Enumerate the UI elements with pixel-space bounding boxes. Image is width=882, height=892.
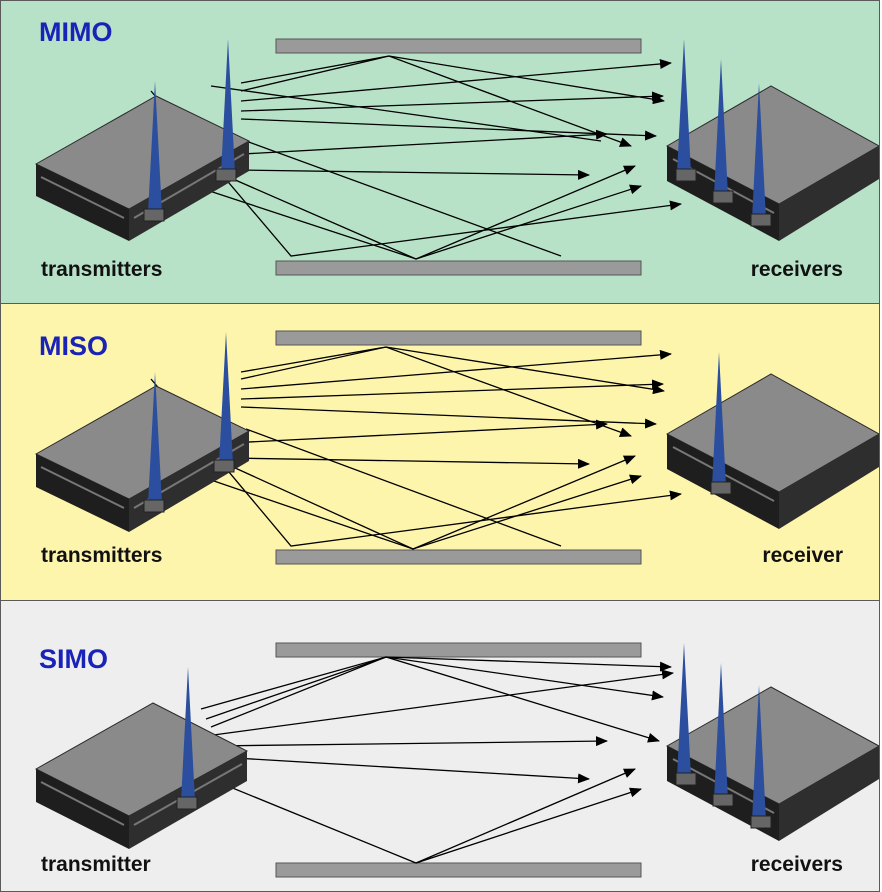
router-icon bbox=[665, 373, 879, 529]
router-icon bbox=[665, 85, 879, 241]
antenna-icon bbox=[712, 59, 734, 204]
miso-graphic bbox=[34, 330, 879, 565]
antenna-icon bbox=[143, 372, 165, 513]
reflector-bar-top bbox=[275, 642, 642, 658]
left-label: transmitter bbox=[41, 853, 151, 876]
reflector-bar-bottom bbox=[275, 862, 642, 878]
signal-paths bbox=[190, 656, 674, 864]
right-label: receivers bbox=[750, 853, 843, 876]
router-icon bbox=[34, 385, 251, 532]
panel-title: MISO bbox=[39, 331, 109, 361]
panel-title: SIMO bbox=[39, 644, 109, 674]
antenna-icon bbox=[712, 663, 734, 807]
mimo-graphic bbox=[34, 38, 879, 276]
left-label: transmitters bbox=[41, 544, 163, 567]
panel-simo: SIMO transmitter receivers bbox=[0, 600, 880, 892]
antenna-icon bbox=[675, 643, 697, 786]
antenna-icon bbox=[750, 685, 772, 829]
router-icon bbox=[665, 686, 879, 841]
antenna-icon bbox=[750, 83, 772, 227]
reflector-bar-bottom bbox=[275, 260, 642, 276]
reflector-bar-top bbox=[275, 330, 642, 346]
antenna-icon bbox=[215, 39, 237, 182]
antenna-icon bbox=[213, 332, 235, 473]
reflector-bar-top bbox=[275, 38, 642, 54]
antenna-icon bbox=[675, 39, 697, 182]
left-label: transmitters bbox=[41, 258, 163, 281]
right-label: receiver bbox=[762, 544, 843, 567]
antenna-icon bbox=[143, 81, 165, 222]
reflector-bar-bottom bbox=[275, 549, 642, 565]
panel-mimo: MIMO transmitters receivers bbox=[0, 0, 880, 304]
simo-graphic bbox=[34, 642, 879, 878]
panel-title: MIMO bbox=[39, 17, 113, 47]
antenna-icon bbox=[710, 352, 732, 495]
panel-miso: MISO transmitters receiver bbox=[0, 303, 880, 601]
right-label: receivers bbox=[750, 258, 843, 281]
antenna-icon bbox=[176, 667, 198, 810]
